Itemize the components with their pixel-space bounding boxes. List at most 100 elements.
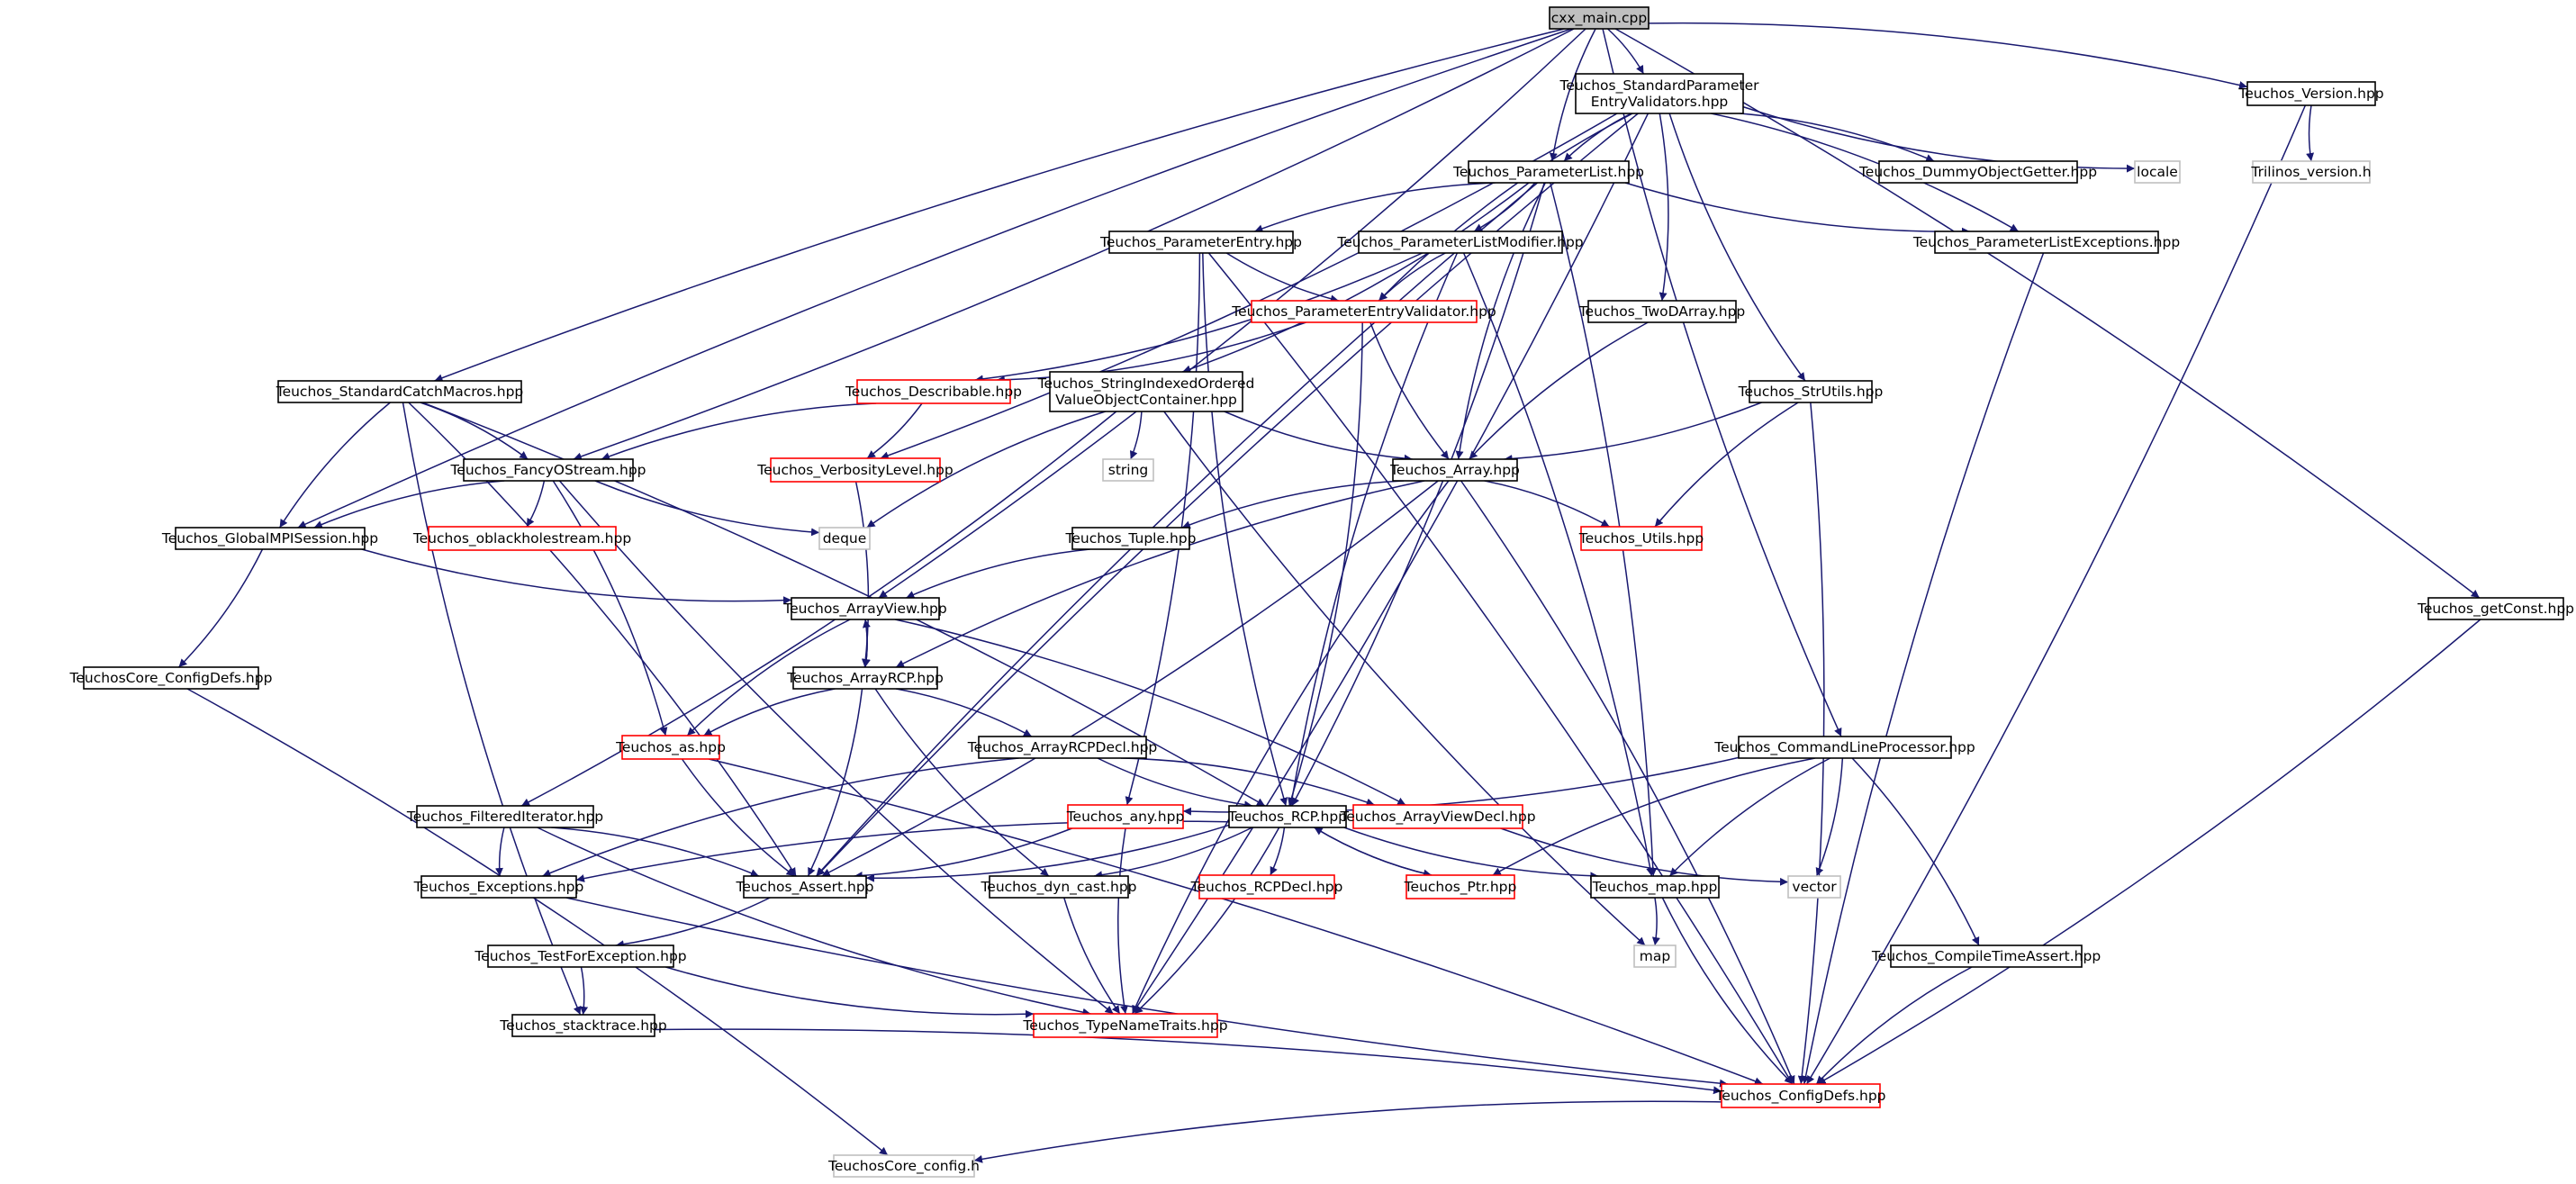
edge-rcp-to-ptr (1314, 827, 1433, 878)
node-label-mapstd: map (1640, 948, 1670, 964)
node-box-utils (1580, 526, 1703, 551)
node-stacktrace[interactable]: Teuchos_stacktrace.hpp (499, 1014, 667, 1037)
edge-twod-to-array (1469, 321, 1649, 460)
node-utils[interactable]: Teuchos_Utils.hpp (1578, 526, 1704, 551)
node-oblack[interactable]: Teuchos_oblackholestream.hpp (412, 526, 631, 551)
node-desc[interactable]: Teuchos_Describable.hpp (845, 379, 1022, 404)
node-box-tfe (487, 944, 674, 968)
edge-plmod-to-map (1462, 252, 1655, 877)
node-box-arrayview (791, 597, 940, 620)
edge-main-to-clp (1602, 28, 1842, 737)
node-exceptions[interactable]: Teuchos_Exceptions.hpp (413, 875, 584, 899)
node-coreconfigh[interactable]: TeuchosCore_config.h (827, 1154, 980, 1178)
edge-plexc-to-configdefs (1802, 252, 2045, 1085)
node-label-pentry: Teuchos_ParameterEntry.hpp (1099, 234, 1302, 251)
edge-scm-to-fancy (420, 402, 529, 460)
node-twod[interactable]: Teuchos_TwoDArray.hpp (1578, 300, 1746, 323)
edges-layer (177, 22, 2481, 1163)
node-gmpi[interactable]: Teuchos_GlobalMPISession.hpp (161, 527, 378, 550)
node-assert[interactable]: Teuchos_Assert.hpp (735, 875, 874, 899)
node-pentry[interactable]: Teuchos_ParameterEntry.hpp (1099, 230, 1302, 254)
node-box-map (1590, 875, 1720, 899)
edge-sio-to-filtered (520, 411, 1117, 807)
edge-sio-to-deque (866, 411, 1107, 529)
edge-pentry-to-rcp (1202, 252, 1288, 807)
node-plist[interactable]: Teuchos_ParameterList.hpp (1452, 160, 1644, 184)
node-scm[interactable]: Teuchos_StandardCatchMacros.hpp (276, 380, 524, 403)
edge-plist-to-assert (815, 182, 1538, 877)
node-filtered[interactable]: Teuchos_FilteredIterator.hpp (406, 805, 603, 828)
edge-coreconfig-to-coreconfigh (186, 688, 889, 1156)
node-trilinos[interactable]: Trilinos_version.h (2250, 160, 2372, 184)
node-typename[interactable]: Teuchos_TypeNameTraits.hpp (1022, 1013, 1228, 1038)
node-arrayrcp[interactable]: Teuchos_ArrayRCP.hpp (786, 666, 944, 690)
node-clp[interactable]: Teuchos_CommandLineProcessor.hpp (1713, 736, 1975, 759)
edge-fancy-to-deque (594, 480, 820, 537)
edge-dyncast-to-typename (1063, 897, 1121, 1015)
node-box-trilinos (2252, 160, 2371, 184)
node-mapstd[interactable]: map (1633, 944, 1677, 968)
node-string[interactable]: string (1102, 458, 1154, 482)
edge-fancy-to-as (552, 480, 668, 737)
node-spev[interactable]: Teuchos_StandardParameterEntryValidators… (1559, 73, 1759, 114)
node-array[interactable]: Teuchos_Array.hpp (1389, 458, 1520, 482)
node-cta[interactable]: Teuchos_CompileTimeAssert.hpp (1871, 944, 2101, 968)
node-any[interactable]: Teuchos_any.hpp (1066, 804, 1185, 829)
edge-strutils-to-utils (1654, 402, 1799, 528)
node-tuple[interactable]: Teuchos_Tuple.hpp (1065, 527, 1197, 550)
node-vector[interactable]: vector (1787, 875, 1841, 899)
node-verb[interactable]: Teuchos_VerbosityLevel.hpp (756, 457, 954, 483)
node-label-fancy: Teuchos_FancyOStream.hpp (449, 462, 646, 479)
node-tfe[interactable]: Teuchos_TestForException.hpp (474, 944, 687, 968)
node-arcpdecl[interactable]: Teuchos_ArrayRCPDecl.hpp (967, 736, 1158, 759)
node-rcpdecl[interactable]: Teuchos_RCPDecl.hpp (1190, 874, 1343, 899)
node-label-clp: Teuchos_CommandLineProcessor.hpp (1713, 739, 1975, 756)
node-fancy[interactable]: Teuchos_FancyOStream.hpp (449, 458, 646, 482)
node-ptr[interactable]: Teuchos_Ptr.hpp (1404, 874, 1517, 899)
node-as[interactable]: Teuchos_as.hpp (615, 735, 726, 760)
edge-arcpdecl-to-rcp (1097, 757, 1253, 809)
node-map[interactable]: Teuchos_map.hpp (1590, 875, 1720, 899)
node-configdefs[interactable]: Teuchos_ConfigDefs.hpp (1714, 1083, 1886, 1108)
node-plexc[interactable]: Teuchos_ParameterListExceptions.hpp (1912, 230, 2180, 254)
node-locale[interactable]: locale (2134, 160, 2181, 184)
node-strutils[interactable]: Teuchos_StrUtils.hpp (1738, 380, 1884, 403)
edge-rcp-to-map (1343, 827, 1599, 881)
node-version[interactable]: Teuchos_Version.hpp (2237, 81, 2384, 106)
edge-strutils-to-array (1504, 402, 1762, 463)
node-dyncast[interactable]: Teuchos_dyn_cast.hpp (980, 875, 1137, 899)
node-box-assert (743, 875, 867, 899)
edge-sio-to-array (1224, 411, 1413, 463)
node-arrayview[interactable]: Teuchos_ArrayView.hpp (782, 597, 947, 620)
node-avdecl[interactable]: Teuchos_ArrayViewDecl.hpp (1339, 804, 1536, 829)
edge-spev-to-locale (1742, 105, 2136, 173)
node-coreconfig[interactable]: TeuchosCore_ConfigDefs.hpp (69, 666, 273, 690)
node-label-array: Teuchos_Array.hpp (1389, 462, 1520, 479)
node-rcp[interactable]: Teuchos_RCP.hpp (1227, 805, 1347, 828)
node-sio[interactable]: Teuchos_StringIndexedOrderedValueObjectC… (1037, 371, 1255, 412)
node-box-any (1067, 804, 1184, 829)
node-box-cta (1890, 944, 2083, 968)
node-label-sio: ValueObjectContainer.hpp (1055, 392, 1237, 408)
node-label-oblack: Teuchos_oblackholestream.hpp (412, 530, 631, 547)
edge-fancy-to-oblack (526, 480, 546, 528)
edge-plmod-to-pev (1378, 252, 1446, 302)
node-box-vector (1787, 875, 1841, 899)
edge-arrayview-to-avdecl (894, 619, 1406, 806)
node-label-pev: Teuchos_ParameterEntryValidator.hpp (1231, 303, 1496, 321)
node-box-sio (1049, 371, 1243, 412)
node-box-rcp (1228, 805, 1347, 828)
edge-plist-to-rcp (1291, 182, 1545, 807)
node-main[interactable]: cxx_main.cpp (1549, 6, 1650, 30)
edge-as-to-assert (681, 758, 795, 877)
node-label-main: cxx_main.cpp (1551, 10, 1647, 27)
edge-desc-to-verb (866, 402, 923, 459)
node-deque[interactable]: deque (818, 527, 871, 550)
node-plmod[interactable]: Teuchos_ParameterListModifier.hpp (1336, 230, 1584, 254)
node-dummy[interactable]: Teuchos_DummyObjectGetter.hpp (1858, 160, 2097, 184)
node-pev[interactable]: Teuchos_ParameterEntryValidator.hpp (1231, 300, 1496, 323)
node-box-arrayrcp (792, 666, 938, 690)
node-getconst[interactable]: Teuchos_getConst.hpp (2417, 597, 2574, 620)
node-box-filtered (416, 805, 594, 828)
